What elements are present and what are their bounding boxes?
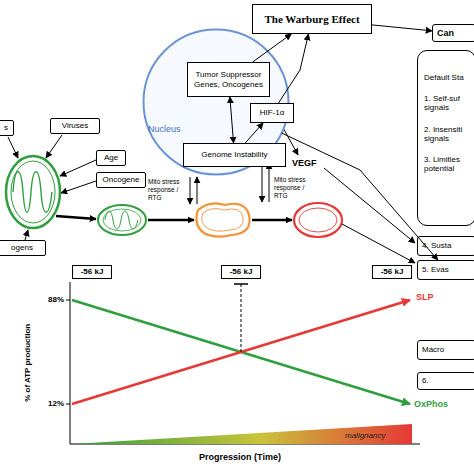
connector-arrow <box>245 123 263 143</box>
factor-box: Oncogene <box>96 172 146 188</box>
crossover-marker <box>234 283 248 285</box>
factor-box: s <box>0 120 14 136</box>
pathway-label: Mito stress response / RTG <box>274 176 312 199</box>
energy-label: -56 kJ <box>221 265 261 279</box>
y-axis <box>70 282 71 444</box>
node-text: Tumor Suppressor Genes, Oncogenes <box>190 70 267 88</box>
node-text: s <box>4 123 8 132</box>
connector-arrow <box>279 34 309 103</box>
energy-label: -56 kJ <box>372 265 412 279</box>
mitochondrion <box>196 203 249 236</box>
cristae <box>105 211 138 229</box>
node-text: 4. Susta <box>422 241 451 250</box>
retrograde-arrow <box>190 177 191 204</box>
hallmark-box: Macro <box>417 340 474 360</box>
hallmarks-box: Can <box>432 24 474 42</box>
factor-box: Viruses <box>50 118 100 134</box>
node-text: Viruses <box>62 121 89 130</box>
node-text: The Warburg Effect <box>264 13 359 26</box>
mitochondrion <box>98 205 146 235</box>
node-text: Nucleus <box>148 124 181 134</box>
node-text: Macro <box>422 345 444 354</box>
series-label: OxPhos <box>414 399 456 410</box>
connector-arrow <box>282 133 438 260</box>
axis-value: 12% <box>36 399 64 409</box>
node-text: HIF-1α <box>260 108 285 117</box>
process-box: Tumor Suppressor Genes, Oncogenes <box>187 62 270 97</box>
factor-label: VEGF <box>292 158 326 169</box>
hallmark-list-box: Default Sta 1. Self-suf signals 2. Insensi… <box>417 50 474 226</box>
list-item: 3. Limitles potential <box>424 155 473 173</box>
axis-title: Progression (Time) <box>160 452 320 463</box>
factor-arrow <box>60 160 96 176</box>
list-heading: Default Sta <box>424 73 473 82</box>
malignancy-wedge <box>72 424 412 444</box>
hallmark-box: 4. Susta <box>417 236 474 256</box>
connector-arrow <box>372 25 432 31</box>
leader-arrow <box>324 168 415 243</box>
progression-arrow <box>252 219 292 222</box>
cristae <box>13 172 52 213</box>
mitochondrion-inner <box>11 161 55 223</box>
axis-tick <box>66 404 70 405</box>
node-text: 5. Evas <box>422 265 449 274</box>
series-label: SLP <box>416 292 446 303</box>
node-text: Genome Instability <box>201 150 267 159</box>
nucleus-circle: Nucleus Tumor Suppressor Genes, Oncogenes… <box>140 28 292 176</box>
factor-box: Age <box>96 150 126 166</box>
list-item: 1. Self-suf signals <box>424 94 473 112</box>
list-item: 2. Insensiti signals <box>424 125 473 143</box>
node-text: Can <box>437 28 454 38</box>
energy-label: -56 kJ <box>72 265 112 279</box>
pathway-label: Mito stress response / RTG <box>148 178 186 201</box>
progression-arrow <box>148 219 194 222</box>
factor-arrow <box>25 230 28 240</box>
retrograde-arrow <box>262 163 263 202</box>
mitochondrion-inner <box>202 209 244 232</box>
factor-arrow <box>46 135 62 158</box>
connector-arrow <box>230 97 234 143</box>
mitochondrion <box>6 156 60 228</box>
axis-title: % of ATP production <box>23 308 33 418</box>
axis-value: 88% <box>36 295 64 305</box>
hallmark-box: 5. Evas <box>417 260 474 280</box>
hallmark-box: 6. <box>417 372 474 390</box>
factor-box: ogens <box>0 240 46 256</box>
mitochondrion-inner <box>299 208 337 232</box>
retrograde-arrow <box>197 177 198 204</box>
nucleus-outline <box>144 30 289 175</box>
progression-arrow <box>56 216 96 219</box>
process-box: HIF-1α <box>250 103 294 123</box>
node-text: ogens <box>11 243 33 252</box>
crossover-marker <box>241 284 242 352</box>
title-box: The Warburg Effect <box>252 4 372 34</box>
connector-arrow <box>253 34 292 62</box>
axis-tick <box>66 300 70 301</box>
node-text: 6. <box>422 376 429 385</box>
factor-arrow <box>8 137 18 158</box>
mitochondrion-inner <box>103 209 141 231</box>
node-text: Oncogene <box>103 175 140 184</box>
node-text: Age <box>104 153 118 162</box>
process-box: Genome Instability <box>183 143 286 167</box>
leader-arrow <box>342 224 415 263</box>
retrograde-arrow <box>269 163 270 202</box>
factor-arrow <box>61 181 96 193</box>
mitochondrion <box>294 203 342 237</box>
wedge-label: malignancy <box>345 431 405 441</box>
